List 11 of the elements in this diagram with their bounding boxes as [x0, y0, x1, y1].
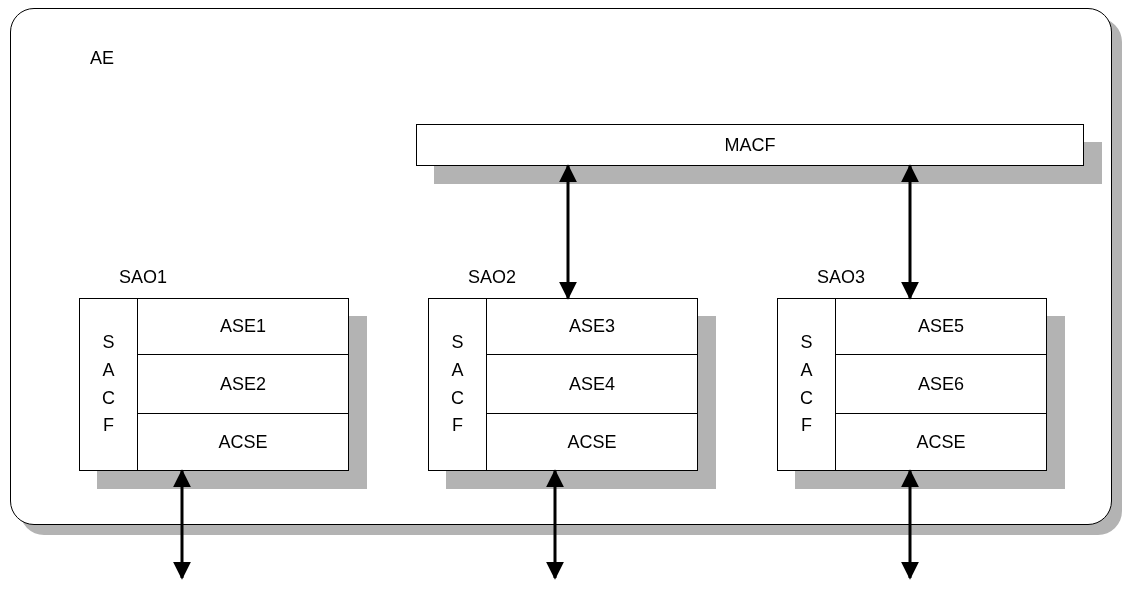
entity-box — [10, 8, 1112, 525]
entity-label: AE — [90, 48, 114, 69]
double-arrow — [173, 469, 191, 580]
function-box: MACF — [416, 124, 1084, 166]
object-label: SAO1 — [119, 267, 168, 288]
double-arrow — [546, 469, 564, 580]
double-arrow — [559, 164, 577, 300]
double-arrow — [901, 164, 919, 300]
object-label: SAO2 — [468, 267, 517, 288]
object-label: SAO3 — [817, 267, 866, 288]
double-arrow — [901, 469, 919, 580]
